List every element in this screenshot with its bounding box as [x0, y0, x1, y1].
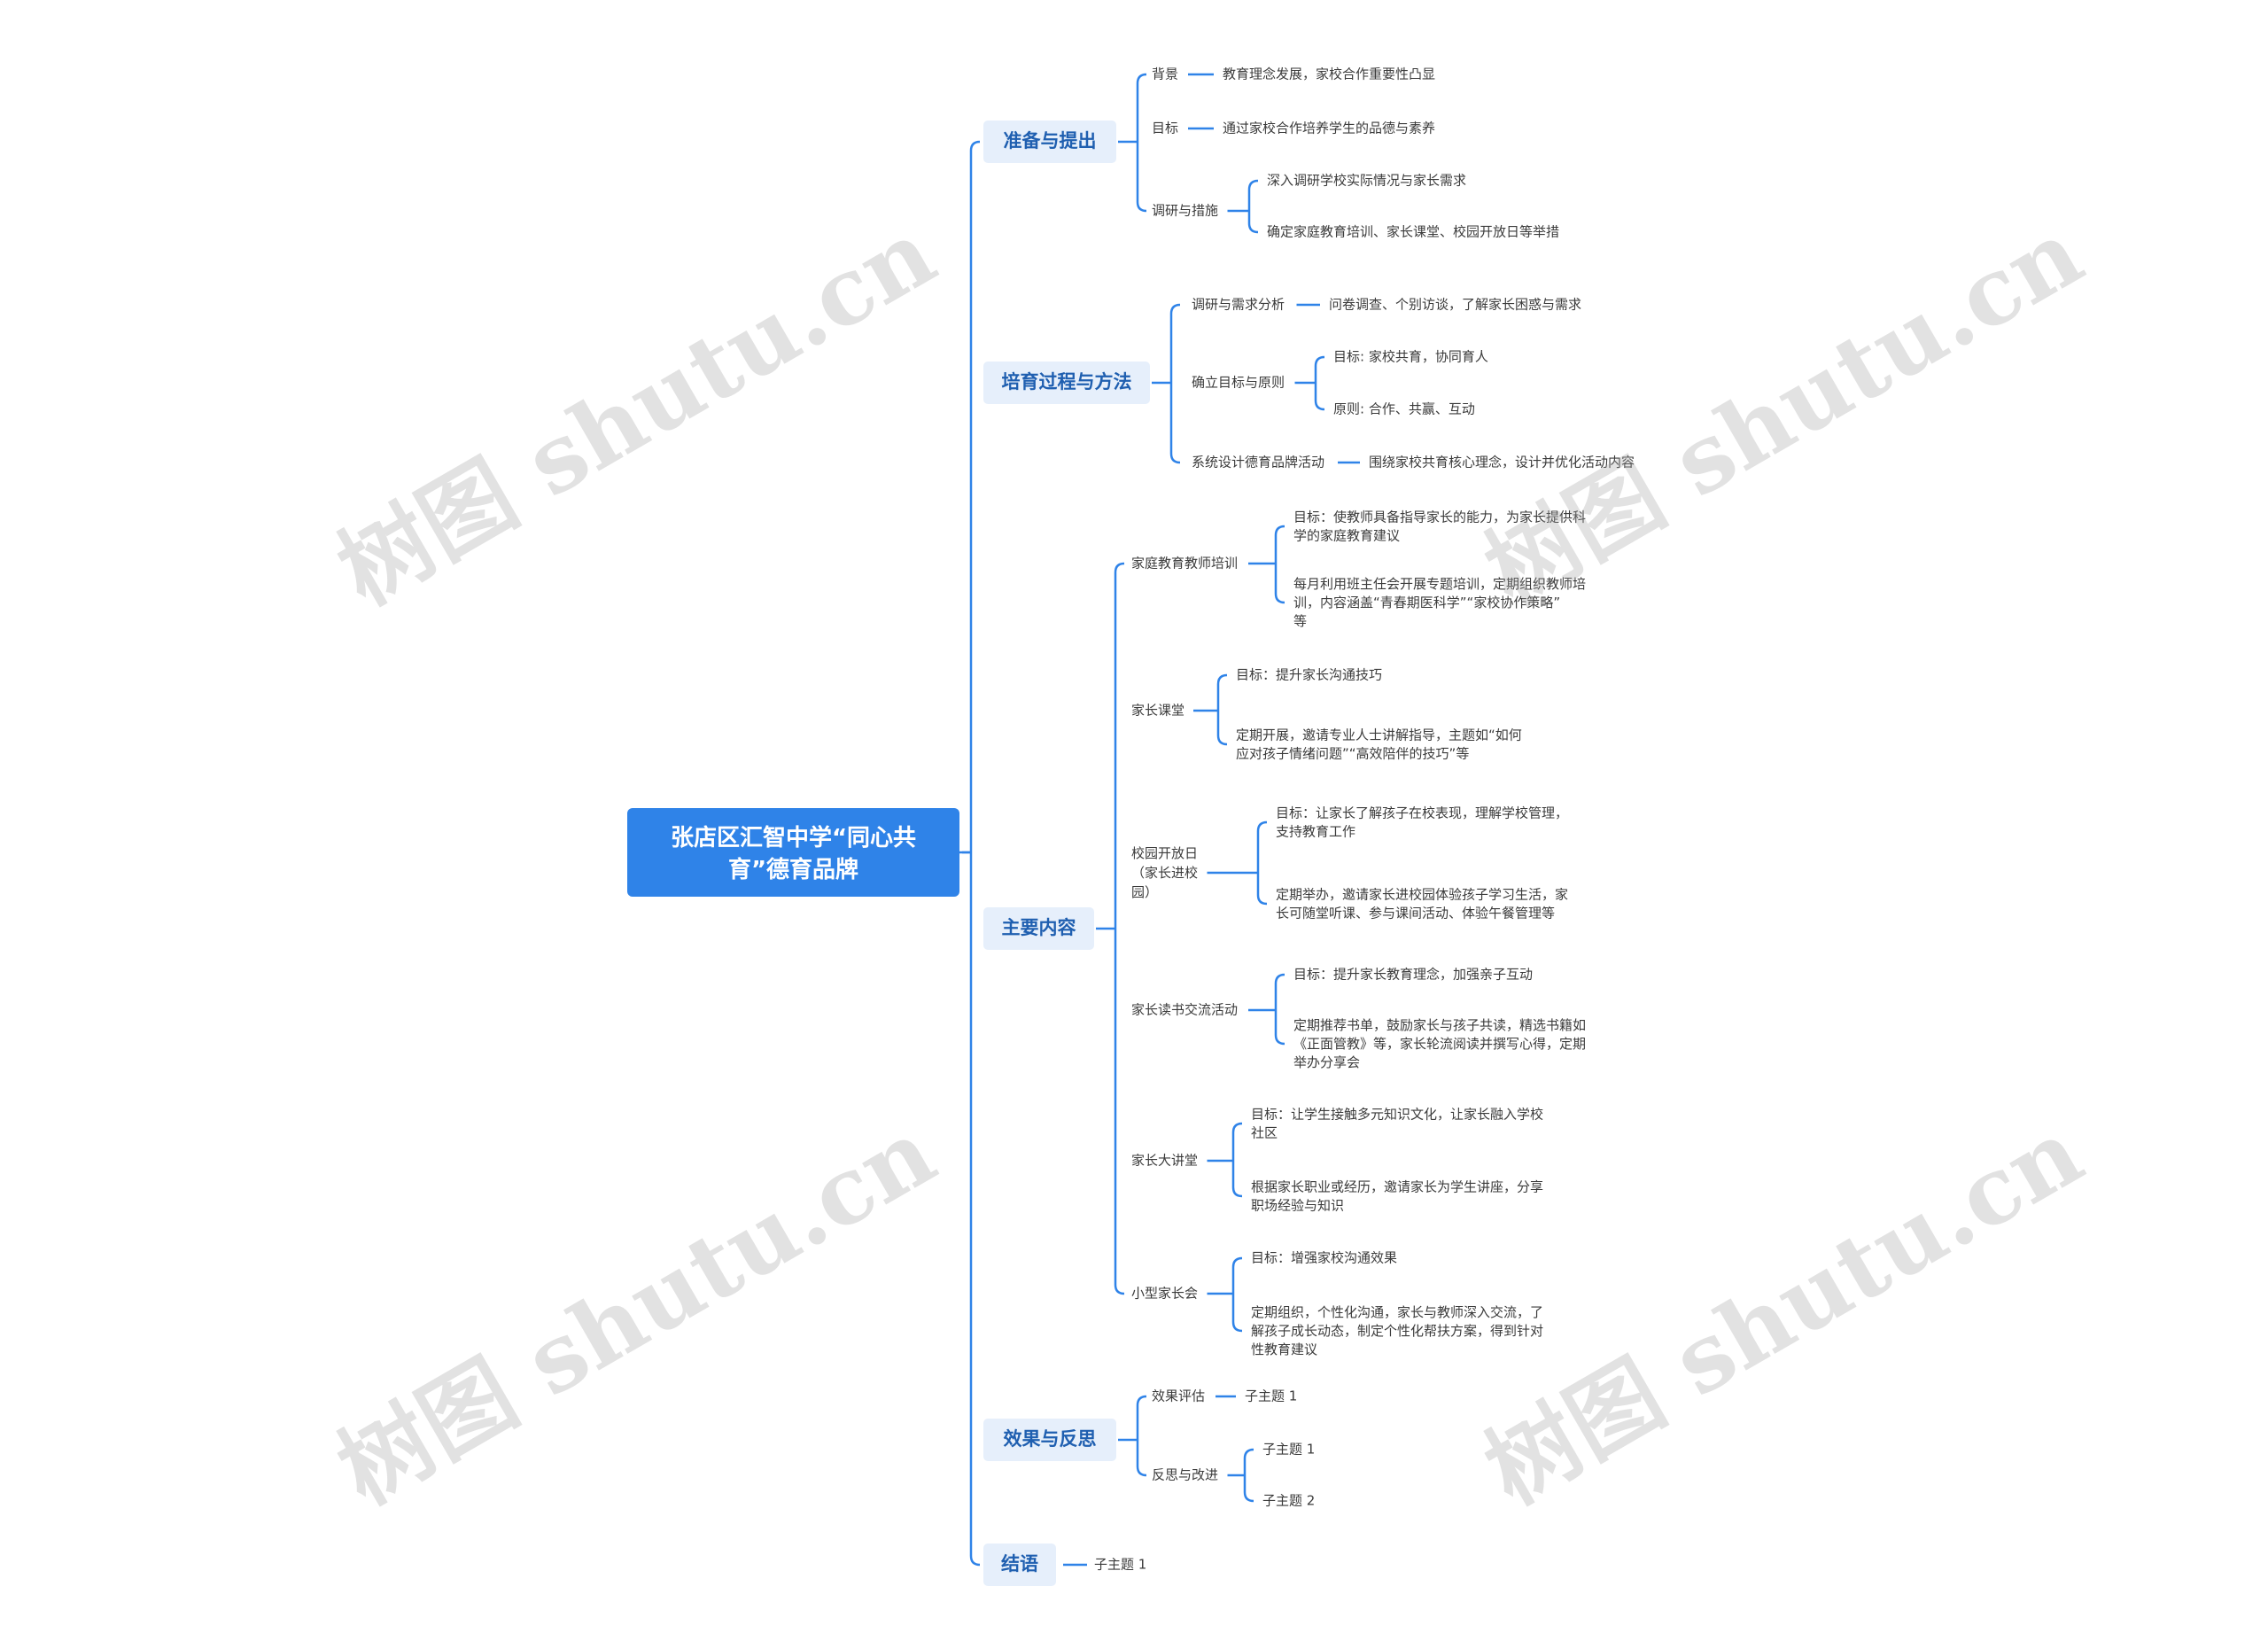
- subtopic-3-3: 校园开放日（家长进校园）: [1131, 845, 1198, 900]
- branch-topic-5[interactable]: [983, 1544, 1056, 1586]
- subtopic-3-1-bracket: [1274, 525, 1285, 604]
- leaf-3-6-2: 定期组织，个性化沟通，家长与教师深入交流，了解孩子成长动态，制定个性化帮扶方案，…: [1251, 1304, 1543, 1357]
- leaf-3-2-1[interactable]: 目标：提升家长沟通技巧: [1236, 667, 1382, 683]
- branch-topic-4[interactable]: [983, 1419, 1116, 1461]
- branch-topic-3[interactable]: [983, 907, 1094, 950]
- subtopic-4-1[interactable]: 效果评估: [1152, 1388, 1205, 1404]
- leaf-1-3-1[interactable]: 深入调研学校实际情况与家长需求: [1267, 173, 1466, 189]
- leaf-3-5-2: 根据家长职业或经历，邀请家长为学生讲座，分享职场经验与知识: [1251, 1178, 1543, 1213]
- root-topic-label: 张店区汇智中学“同心共育”德育品牌: [671, 824, 916, 883]
- subtopic-1-3-bracket: [1247, 179, 1259, 234]
- leaf-4-2-2[interactable]: 子主题 2: [1262, 1493, 1315, 1509]
- branch-topic-1-label[interactable]: 准备与提出: [1004, 130, 1097, 152]
- subtopic-3-6-bracket: [1231, 1256, 1243, 1333]
- branch-topic-4-label[interactable]: 效果与反思: [1004, 1428, 1097, 1450]
- subtopic-3-4[interactable]: 家长读书交流活动: [1131, 1002, 1238, 1018]
- root-bracket: [969, 140, 981, 1567]
- leaf-2-2-1[interactable]: 目标: 家校共育，协同育人: [1333, 349, 1488, 365]
- leaf-3-4-1[interactable]: 目标：提升家长教育理念，加强亲子互动: [1293, 967, 1533, 983]
- subtopic-3-1[interactable]: 家庭教育教师培训: [1131, 556, 1238, 572]
- leaf-3-3-1: 目标：让家长了解孩子在校表现，理解学校管理，支持教育工作: [1276, 805, 1568, 839]
- subtopic-3-2[interactable]: 家长课堂: [1131, 703, 1184, 719]
- leaf-2-3-1[interactable]: 围绕家校共育核心理念，设计并优化活动内容: [1369, 455, 1635, 470]
- branch-topic-2-bracket: [1169, 303, 1181, 464]
- subtopic-4-2-bracket: [1243, 1448, 1254, 1503]
- subtopic-4-2[interactable]: 反思与改进: [1152, 1467, 1218, 1483]
- subtopic-2-2[interactable]: 确立目标与原则: [1192, 375, 1285, 391]
- root-topic: [627, 808, 959, 897]
- subtopic-3-3-bracket: [1256, 820, 1268, 906]
- leaf-1-2-1[interactable]: 通过家校合作培养学生的品德与素养: [1223, 121, 1435, 136]
- branch-topic-3-bracket: [1114, 562, 1125, 1295]
- leaf-3-1-2: 每月利用班主任会开展专题培训，定期组织教师培训，内容涵盖“青春期医科学”“家校协…: [1293, 576, 1586, 629]
- leaf-3-3-2: 定期举办，邀请家长进校园体验孩子学习生活，家长可随堂听课、参与课间活动、体验午餐…: [1276, 886, 1568, 921]
- subtopic-3-5[interactable]: 家长大讲堂: [1131, 1153, 1198, 1169]
- subtopic-2-2-bracket: [1314, 355, 1325, 411]
- leaf-3-6-1[interactable]: 目标：增强家校沟通效果: [1251, 1250, 1397, 1266]
- branch-topic-1-bracket: [1136, 73, 1147, 213]
- leaf-1-3-2[interactable]: 确定家庭教育培训、家长课堂、校园开放日等举措: [1267, 224, 1559, 240]
- leaf-3-5-1: 目标：让学生接触多元知识文化，让家长融入学校社区: [1251, 1106, 1543, 1140]
- subtopic-3-2-bracket: [1216, 673, 1228, 746]
- branch-topic-3-label[interactable]: 主要内容: [1002, 917, 1076, 938]
- subtopic-3-5-bracket: [1231, 1122, 1243, 1198]
- leaf-4-1-1[interactable]: 子主题 1: [1245, 1388, 1297, 1404]
- branch-topic-2-label[interactable]: 培育过程与方法: [1002, 371, 1132, 393]
- branch-topic-5-label[interactable]: 结语: [1001, 1553, 1038, 1575]
- leaf-4-2-1[interactable]: 子主题 1: [1262, 1442, 1315, 1458]
- subtopic-1-2[interactable]: 目标: [1152, 121, 1178, 136]
- subtopic-3-6[interactable]: 小型家长会: [1131, 1286, 1198, 1302]
- leaf-topic[interactable]: 子主题 1: [1094, 1557, 1146, 1573]
- leaf-2-2-2[interactable]: 原则: 合作、共赢、互动: [1333, 401, 1475, 417]
- leaf-3-1-1: 目标：使教师具备指导家长的能力，为家长提供科学的家庭教育建议: [1293, 509, 1586, 543]
- leaf-3-4-2: 定期推荐书单，鼓励家长与孩子共读，精选书籍如《正面管教》等，家长轮流阅读并撰写心…: [1293, 1017, 1586, 1070]
- leaf-2-1-1[interactable]: 问卷调查、个别访谈，了解家长困惑与需求: [1329, 297, 1581, 313]
- subtopic-2-1[interactable]: 调研与需求分析: [1192, 297, 1285, 313]
- leaf-3-2-2: 定期开展，邀请专业人士讲解指导，主题如“如何应对孩子情绪问题”“高效陪伴的技巧”…: [1236, 727, 1522, 761]
- subtopic-2-3[interactable]: 系统设计德育品牌活动: [1192, 455, 1324, 470]
- branch-topic-2[interactable]: [983, 362, 1150, 404]
- subtopic-1-1[interactable]: 背景: [1152, 66, 1178, 82]
- subtopic-3-4-bracket: [1274, 973, 1285, 1046]
- subtopic-1-3[interactable]: 调研与措施: [1152, 203, 1218, 219]
- leaf-1-1-1[interactable]: 教育理念发展，家校合作重要性凸显: [1223, 66, 1435, 82]
- branch-topic-1[interactable]: [983, 121, 1116, 163]
- branch-topic-4-bracket: [1136, 1395, 1147, 1477]
